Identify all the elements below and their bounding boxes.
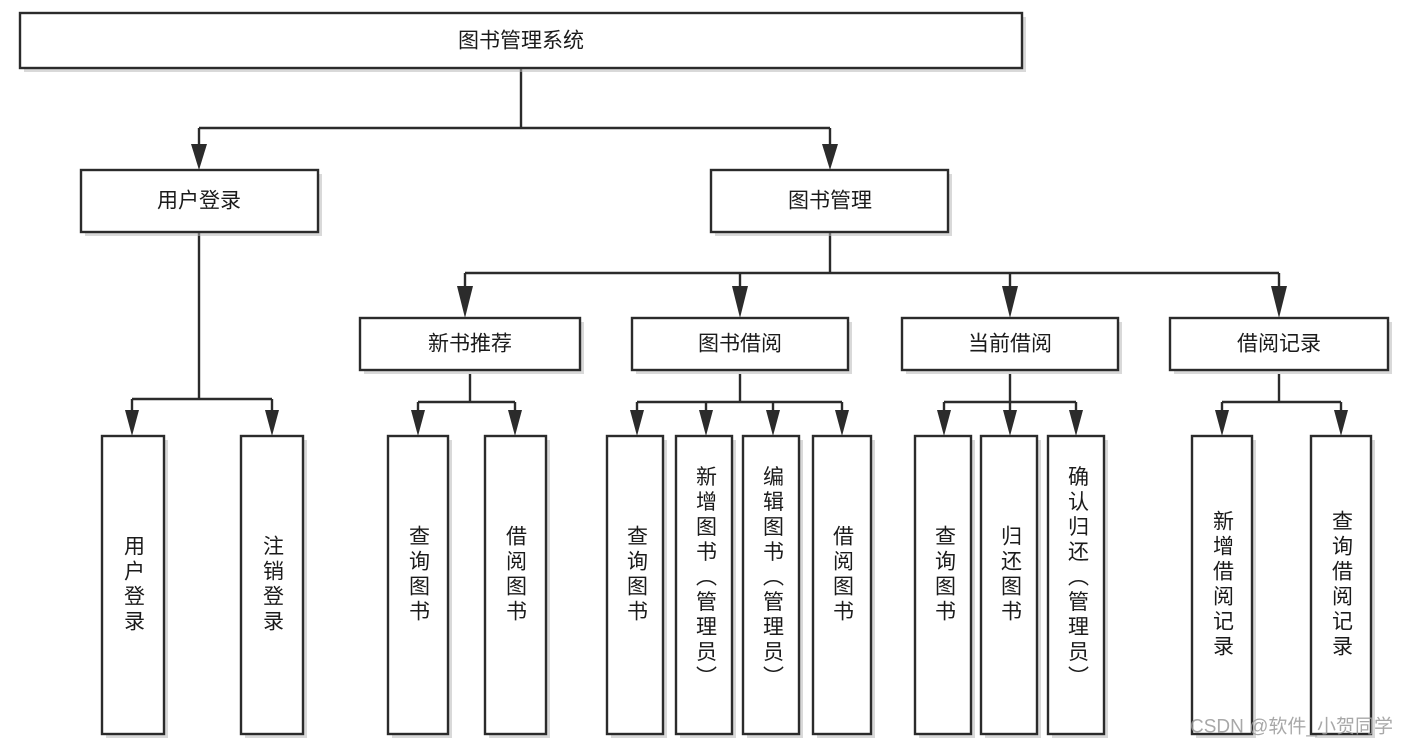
- node-leaf-query-record-box[interactable]: [1309, 434, 1373, 736]
- node-leaf-borrow-book-1[interactable]: 借阅图书: [483, 434, 550, 738]
- arrow-head-leaf-user-logout: [265, 410, 279, 436]
- node-user-login-box[interactable]: [79, 168, 320, 234]
- node-leaf-query-record[interactable]: 查询借阅记录: [1309, 434, 1375, 738]
- node-leaf-borrow-book-1-label: 借阅图书: [504, 525, 528, 625]
- arrow-head-leaf-edit-book: [766, 410, 780, 436]
- node-leaf-add-book[interactable]: 新增图书（管理员）: [674, 434, 736, 738]
- node-leaf-confirm-return-box[interactable]: [1046, 434, 1106, 736]
- node-book-manage-box[interactable]: [709, 168, 950, 234]
- node-leaf-query-book-3-box[interactable]: [913, 434, 973, 736]
- node-leaf-query-book-3-label: 查询图书: [933, 525, 957, 625]
- node-leaf-query-book-2-label: 查询图书: [625, 525, 649, 625]
- connector-layer: [125, 68, 1348, 436]
- node-leaf-add-record-box[interactable]: [1190, 434, 1254, 736]
- node-user-login[interactable]: 用户登录: [79, 168, 322, 236]
- arrow-head-leaf-query-record: [1334, 410, 1348, 436]
- node-new-book-recommend[interactable]: 新书推荐: [358, 316, 584, 374]
- node-root[interactable]: 图书管理系统: [18, 11, 1026, 72]
- node-leaf-add-record[interactable]: 新增借阅记录: [1190, 434, 1256, 738]
- arrow-head-leaf-query-book-3: [937, 410, 951, 436]
- node-leaf-add-record-label: 新增借阅记录: [1211, 510, 1235, 660]
- node-book-borrow-box[interactable]: [630, 316, 850, 372]
- node-leaf-edit-book-box[interactable]: [741, 434, 801, 736]
- node-leaf-user-logout-label: 注销登录: [261, 535, 285, 635]
- node-leaf-query-book-2[interactable]: 查询图书: [605, 434, 667, 738]
- arrow-head-leaf-user-login: [125, 410, 139, 436]
- node-leaf-user-logout[interactable]: 注销登录: [239, 434, 307, 738]
- arrow-head-leaf-return-book: [1003, 410, 1017, 436]
- node-current-borrow[interactable]: 当前借阅: [900, 316, 1122, 374]
- arrow-head-leaf-confirm-return: [1069, 410, 1083, 436]
- arrow-head-new-book-recommend: [457, 286, 473, 318]
- node-leaf-user-login-label: 用户登录: [122, 535, 146, 635]
- node-book-manage-label: 图书管理: [788, 190, 872, 213]
- arrow-head-current-borrow: [1002, 286, 1018, 318]
- node-leaf-confirm-return-label: 确认归还（管理员）: [1066, 466, 1090, 691]
- node-leaf-query-book-1[interactable]: 查询图书: [386, 434, 452, 738]
- node-book-borrow[interactable]: 图书借阅: [630, 316, 852, 374]
- node-leaf-user-login[interactable]: 用户登录: [100, 434, 168, 738]
- node-book-manage[interactable]: 图书管理: [709, 168, 952, 236]
- node-borrow-record-label: 借阅记录: [1237, 333, 1321, 356]
- arrow-head-leaf-borrow-book-2: [835, 410, 849, 436]
- node-leaf-borrow-book-2-box[interactable]: [811, 434, 873, 736]
- node-leaf-query-book-1-label: 查询图书: [407, 525, 431, 625]
- node-leaf-add-book-box[interactable]: [674, 434, 734, 736]
- node-leaf-query-book-1-box[interactable]: [386, 434, 450, 736]
- node-root-label: 图书管理系统: [458, 30, 584, 53]
- node-borrow-record[interactable]: 借阅记录: [1168, 316, 1392, 374]
- node-book-borrow-label: 图书借阅: [698, 333, 782, 356]
- node-leaf-query-book-2-box[interactable]: [605, 434, 665, 736]
- arrow-head-leaf-borrow-book-1: [508, 410, 522, 436]
- node-leaf-borrow-book-1-box[interactable]: [483, 434, 548, 736]
- arrow-head-borrow-record: [1271, 286, 1287, 318]
- arrow-head-leaf-query-book-1: [411, 410, 425, 436]
- arrow-head-book-borrow: [732, 286, 748, 318]
- node-new-book-recommend-box[interactable]: [358, 316, 582, 372]
- arrow-head-user-login: [191, 144, 207, 170]
- node-leaf-query-record-label: 查询借阅记录: [1330, 510, 1354, 660]
- csdn-watermark: CSDN @软件_小贺同学: [1190, 716, 1393, 738]
- node-root-box[interactable]: [18, 11, 1024, 70]
- node-leaf-edit-book[interactable]: 编辑图书（管理员）: [741, 434, 803, 738]
- node-leaf-confirm-return[interactable]: 确认归还（管理员）: [1046, 434, 1108, 738]
- node-leaf-return-book-label: 归还图书: [999, 525, 1023, 625]
- node-leaf-user-login-box[interactable]: [100, 434, 166, 736]
- node-current-borrow-box[interactable]: [900, 316, 1120, 372]
- node-leaf-user-logout-box[interactable]: [239, 434, 305, 736]
- node-leaf-return-book[interactable]: 归还图书: [979, 434, 1041, 738]
- node-new-book-recommend-label: 新书推荐: [428, 333, 512, 356]
- node-leaf-add-book-label: 新增图书（管理员）: [694, 466, 718, 691]
- arrow-head-leaf-add-book: [699, 410, 713, 436]
- node-user-login-label: 用户登录: [157, 190, 241, 213]
- node-leaf-edit-book-label: 编辑图书（管理员）: [761, 466, 785, 691]
- node-leaf-borrow-book-2[interactable]: 借阅图书: [811, 434, 875, 738]
- arrow-head-book-manage: [822, 144, 838, 170]
- node-leaf-borrow-book-2-label: 借阅图书: [831, 525, 855, 625]
- arrow-head-leaf-add-record: [1215, 410, 1229, 436]
- node-leaf-return-book-box[interactable]: [979, 434, 1039, 736]
- arrow-head-leaf-query-book-2: [630, 410, 644, 436]
- node-current-borrow-label: 当前借阅: [968, 333, 1052, 356]
- node-leaf-query-book-3[interactable]: 查询图书: [913, 434, 975, 738]
- node-borrow-record-box[interactable]: [1168, 316, 1390, 372]
